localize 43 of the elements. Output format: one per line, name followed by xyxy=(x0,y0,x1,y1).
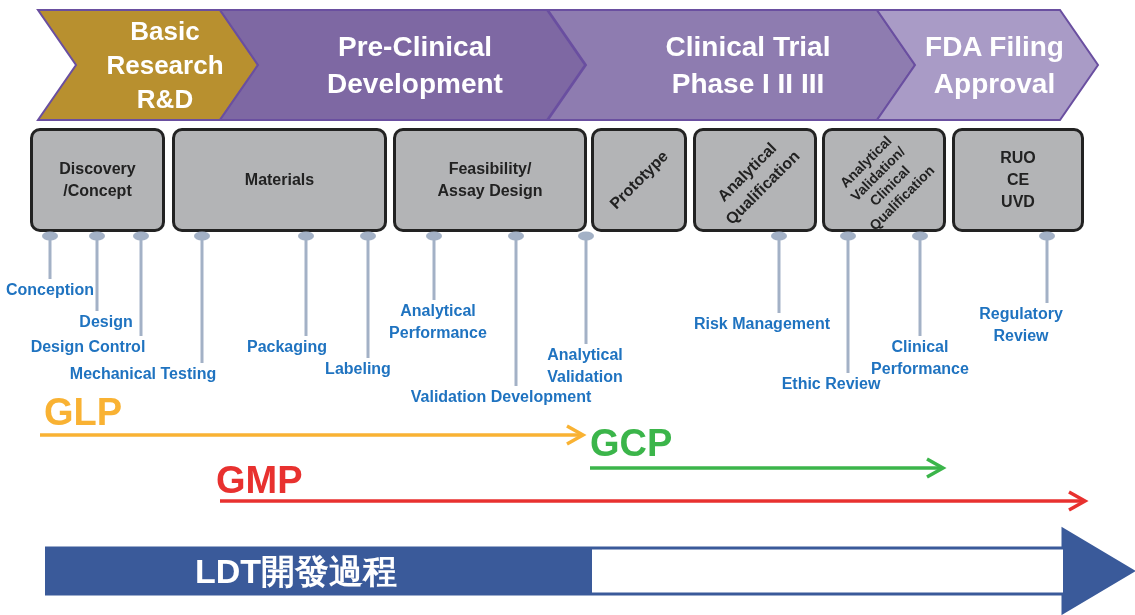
leader-line xyxy=(194,231,210,363)
stage-label: Materials xyxy=(243,170,316,190)
standard-label: GLP xyxy=(44,392,123,432)
leader-line xyxy=(133,231,149,336)
phase-title: Basic Research R&D xyxy=(105,15,225,116)
step-label: Mechanical Testing xyxy=(58,363,228,385)
stage-label: RUO CE UVD xyxy=(999,148,1037,212)
phase-title: FDA Filing Approval xyxy=(924,30,1065,101)
step-label: Analytical Performance xyxy=(380,300,496,344)
step-label: Analytical Validation xyxy=(537,344,633,388)
step-label: Labeling xyxy=(318,358,398,380)
stage-label: Discovery /Concept xyxy=(58,159,137,201)
phase-title: Clinical Trial Phase I II III xyxy=(664,30,832,101)
stage-box xyxy=(822,128,946,232)
step-label: Validation Development xyxy=(396,386,606,408)
standard-label: GMP xyxy=(216,460,303,500)
step-label: Design xyxy=(66,311,146,333)
stage-box xyxy=(693,128,817,232)
stage-box xyxy=(952,128,1084,232)
leader-line xyxy=(42,231,58,279)
stage-box xyxy=(172,128,387,232)
leader-line xyxy=(1039,231,1055,303)
leader-line xyxy=(360,231,376,358)
leader-line xyxy=(426,231,442,300)
step-label: Packaging xyxy=(239,336,335,358)
stage-box xyxy=(591,128,687,232)
step-label: Risk Management xyxy=(682,313,842,335)
step-label: Conception xyxy=(2,279,98,301)
leader-line xyxy=(840,231,856,373)
process-title: LDT開發過程 xyxy=(195,551,398,592)
phase-banner xyxy=(877,10,1098,120)
step-label: Design Control xyxy=(23,336,153,358)
stage-label: Feasibility/ Assay Design xyxy=(436,159,544,201)
phase-title: Pre-Clinical Development xyxy=(326,30,504,101)
leader-line xyxy=(771,231,787,313)
leader-line xyxy=(912,231,928,336)
leader-line xyxy=(508,231,524,386)
leader-line xyxy=(578,231,594,344)
stage-box xyxy=(30,128,165,232)
standard-label: GCP xyxy=(590,423,673,463)
leader-line xyxy=(89,231,105,311)
stage-box xyxy=(393,128,587,232)
leader-line xyxy=(298,231,314,336)
